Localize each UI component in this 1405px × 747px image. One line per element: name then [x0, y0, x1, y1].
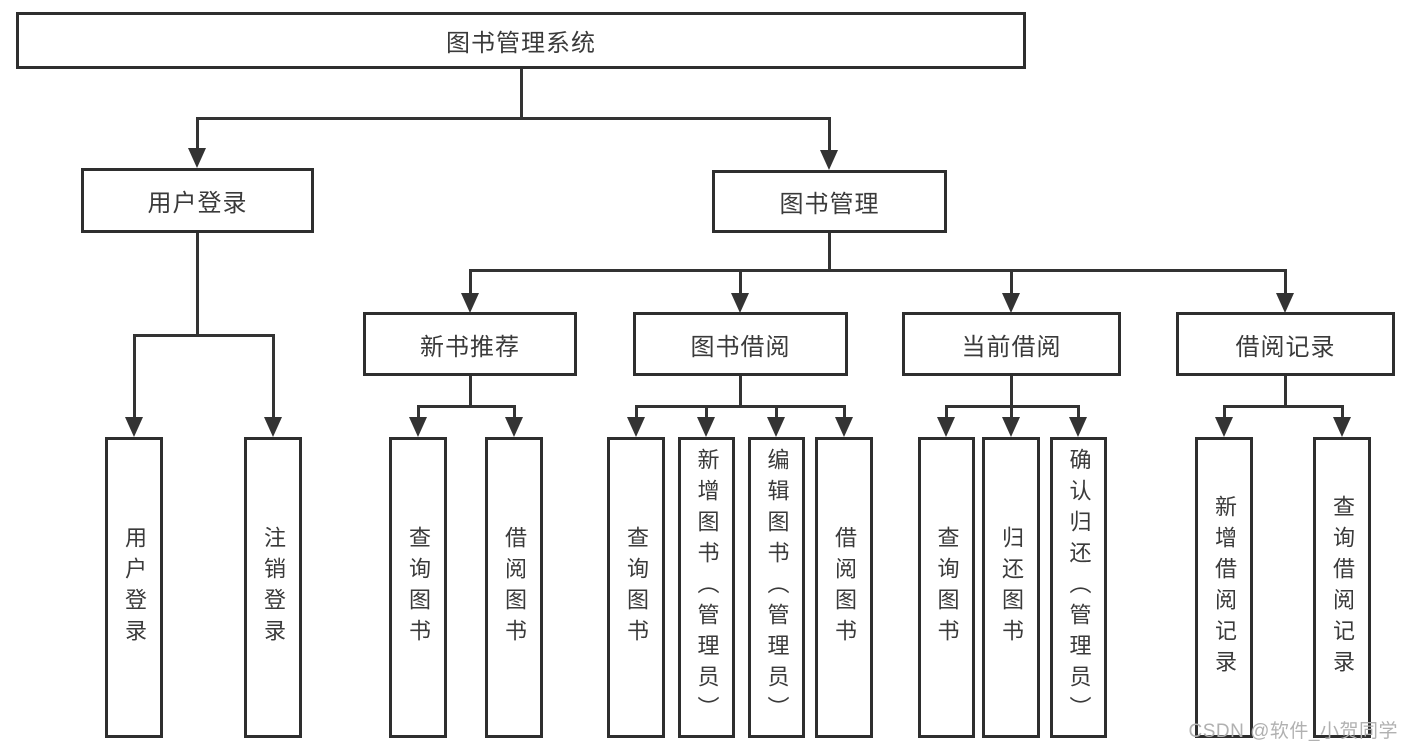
- connector-stem-leaf: [1341, 405, 1344, 419]
- node-current-borrow-label: 当前借阅: [961, 333, 1062, 361]
- connector-user-login-down: [196, 233, 199, 337]
- leaf-current-confirm-return-admin: 确认归还（管理员）: [1050, 437, 1107, 738]
- connector-stem-leaf: [843, 405, 846, 419]
- leaf-records-add-record: 新增借阅记录: [1195, 437, 1253, 738]
- connector-new-book-recommend-down: [469, 376, 472, 408]
- connector-stem-current-borrow: [1010, 269, 1013, 295]
- leaf-borrow-query-books: 查询图书: [607, 437, 665, 738]
- leaf-borrow-edit-books-admin: 编辑图书（管理员）: [748, 437, 805, 738]
- connector-stem-leaf: [635, 405, 638, 419]
- leaf-current-return-books-label: 归还图书: [999, 525, 1024, 650]
- arrow-down-icon: [409, 417, 427, 437]
- arrow-down-icon: [1333, 417, 1351, 437]
- branch-level1: [196, 117, 831, 120]
- connector-book-borrow-down: [739, 376, 742, 408]
- connector-stem-user-login: [196, 117, 199, 151]
- leaf-current-query-books-label: 查询图书: [934, 525, 960, 650]
- connector-root-stem: [520, 68, 523, 120]
- node-borrow-records: 借阅记录: [1176, 312, 1395, 376]
- leaf-borrow-add-books-admin-label: 新增图书（管理员）: [694, 448, 720, 727]
- branch-book-borrow-children: [635, 405, 846, 408]
- node-new-book-recommend: 新书推荐: [363, 312, 577, 376]
- leaf-recommend-borrow-books-label: 借阅图书: [502, 525, 527, 650]
- arrow-down-icon: [1002, 293, 1020, 313]
- leaf-logout: 注销登录: [244, 437, 302, 738]
- connector-stem-leaf: [513, 405, 516, 419]
- connector-book-management-down: [828, 233, 831, 272]
- connector-stem-leaf-user-login: [133, 334, 136, 419]
- connector-stem-book-management: [828, 117, 831, 153]
- leaf-borrow-edit-books-admin-label: 编辑图书（管理员）: [764, 448, 790, 727]
- branch-user-login-children: [133, 334, 275, 337]
- arrow-down-icon: [1215, 417, 1233, 437]
- leaf-current-return-books: 归还图书: [982, 437, 1040, 738]
- branch-borrow-records-children: [1223, 405, 1344, 408]
- branch-book-management-children: [469, 269, 1287, 272]
- arrow-down-icon: [1276, 293, 1294, 313]
- leaf-borrow-borrow-books: 借阅图书: [815, 437, 873, 738]
- node-book-borrow-label: 图书借阅: [690, 333, 791, 361]
- arrow-down-icon: [461, 293, 479, 313]
- arrow-down-icon: [937, 417, 955, 437]
- connector-stem-leaf-logout: [272, 334, 275, 419]
- leaf-user-login: 用户登录: [105, 437, 163, 738]
- node-root: 图书管理系统: [16, 12, 1026, 69]
- arrow-down-icon: [188, 148, 206, 168]
- connector-stem-leaf: [705, 405, 708, 419]
- arrow-down-icon: [505, 417, 523, 437]
- branch-new-book-recommend-children: [417, 405, 516, 408]
- node-root-label: 图书管理系统: [446, 30, 596, 57]
- node-current-borrow: 当前借阅: [902, 312, 1121, 376]
- connector-stem-borrow-records: [1284, 269, 1287, 295]
- connector-stem-leaf: [1077, 405, 1080, 419]
- leaf-current-query-books: 查询图书: [918, 437, 975, 738]
- node-user-login: 用户登录: [81, 168, 314, 233]
- leaf-borrow-query-books-label: 查询图书: [624, 525, 649, 650]
- arrow-down-icon: [731, 293, 749, 313]
- arrow-down-icon: [125, 417, 143, 437]
- connector-stem-leaf: [1223, 405, 1226, 419]
- connector-current-borrow-down: [1010, 376, 1013, 408]
- leaf-recommend-borrow-books: 借阅图书: [485, 437, 543, 738]
- connector-stem-new-book-recommend: [469, 269, 472, 295]
- arrow-down-icon: [767, 417, 785, 437]
- leaf-records-query-record: 查询借阅记录: [1313, 437, 1371, 738]
- leaf-recommend-query-books-label: 查询图书: [406, 525, 431, 650]
- arrow-down-icon: [1069, 417, 1087, 437]
- arrow-down-icon: [627, 417, 645, 437]
- leaf-logout-label: 注销登录: [261, 525, 286, 650]
- node-user-login-label: 用户登录: [147, 190, 248, 217]
- connector-stem-leaf: [1010, 405, 1013, 419]
- node-borrow-records-label: 借阅记录: [1235, 333, 1336, 361]
- node-book-management-label: 图书管理: [779, 191, 880, 218]
- leaf-records-add-record-label: 新增借阅记录: [1212, 494, 1237, 681]
- connector-stem-leaf: [945, 405, 948, 419]
- arrow-down-icon: [835, 417, 853, 437]
- leaf-borrow-borrow-books-label: 借阅图书: [832, 525, 857, 650]
- arrow-down-icon: [264, 417, 282, 437]
- branch-current-borrow-children: [945, 405, 1080, 408]
- leaf-borrow-add-books-admin: 新增图书（管理员）: [678, 437, 735, 738]
- connector-borrow-records-down: [1284, 376, 1287, 408]
- connector-stem-leaf: [417, 405, 420, 419]
- watermark: CSDN @软件_小贺同学: [1188, 721, 1398, 742]
- connector-stem-leaf: [775, 405, 778, 419]
- node-book-management: 图书管理: [712, 170, 947, 233]
- node-new-book-recommend-label: 新书推荐: [420, 333, 520, 361]
- leaf-user-login-label: 用户登录: [122, 525, 147, 650]
- node-book-borrow: 图书借阅: [633, 312, 848, 376]
- arrow-down-icon: [820, 150, 838, 170]
- leaf-recommend-query-books: 查询图书: [389, 437, 447, 738]
- arrow-down-icon: [1002, 417, 1020, 437]
- leaf-current-confirm-return-admin-label: 确认归还（管理员）: [1066, 448, 1092, 727]
- connector-stem-book-borrow: [739, 269, 742, 295]
- leaf-records-query-record-label: 查询借阅记录: [1330, 494, 1355, 681]
- arrow-down-icon: [697, 417, 715, 437]
